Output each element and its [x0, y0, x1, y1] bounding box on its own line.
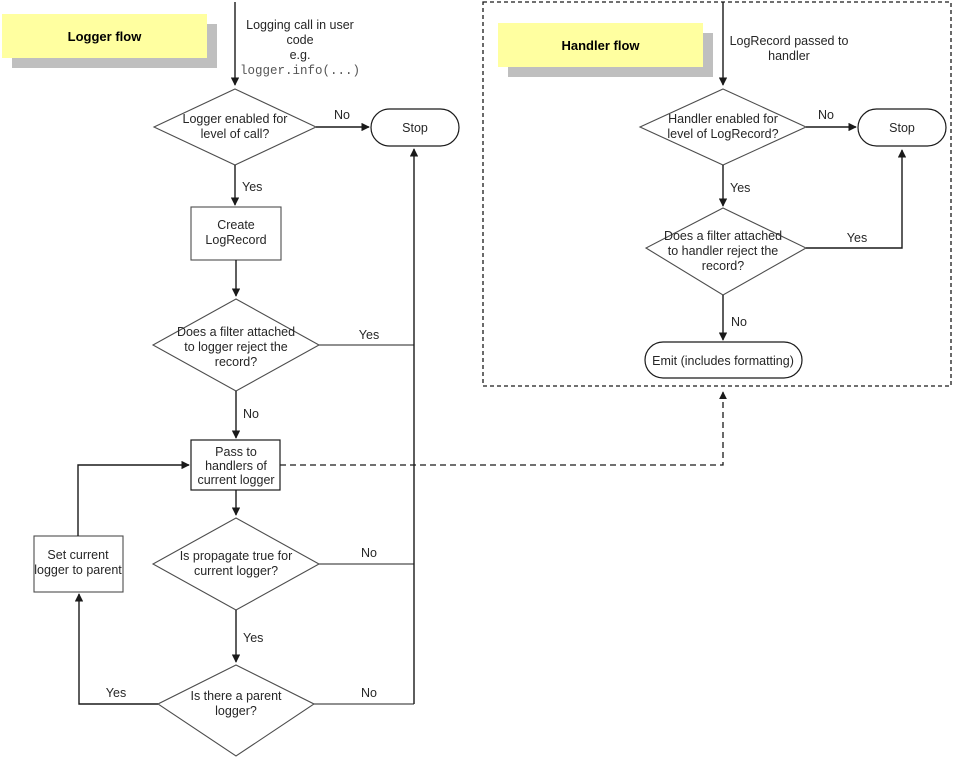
connector-parent-exists-yes — [74, 593, 158, 705]
node-propagate-line1: Is propagate true for — [180, 549, 293, 563]
edge-label-parent-exists-yes: Yes — [106, 686, 126, 700]
node-pass-to-handlers-line2: handlers of — [205, 459, 267, 473]
edge-label-parent-exists-no: No — [361, 686, 377, 700]
node-emit[interactable] — [644, 341, 803, 379]
connector-handler-filter-yes — [806, 149, 907, 249]
logger-entry-note-line2: code — [286, 33, 313, 47]
node-set-parent[interactable] — [33, 535, 124, 593]
node-parent-exists-line1: Is there a parent — [190, 689, 282, 703]
edge-label-logger-enabled-no: No — [334, 108, 350, 122]
node-stop-handler[interactable] — [857, 108, 947, 147]
node-set-parent-line2: logger to parent — [34, 563, 122, 577]
edge-label-logger-enabled-yes: Yes — [242, 180, 262, 194]
connector-pass-to-handler-flow — [280, 391, 727, 466]
logger-entry-note-code: logger.info(...) — [240, 64, 360, 78]
node-handler-filter-line3: record? — [702, 259, 744, 273]
node-emit-label: Emit (includes formatting) — [652, 354, 794, 368]
edge-label-handler-filter-yes: Yes — [847, 231, 867, 245]
node-logger-filter-line2: to logger reject the — [184, 340, 288, 354]
handler-flow-group-box — [482, 1, 952, 387]
handler-flow-legend: Handler flow — [498, 23, 703, 67]
edge-label-propagate-yes: Yes — [243, 631, 263, 645]
handler-entry-note-line2: handler — [768, 49, 810, 63]
node-handler-filter-line2: to handler reject the — [668, 244, 779, 258]
edge-label-handler-enabled-yes: Yes — [730, 181, 750, 195]
node-handler-enabled-line2: level of LogRecord? — [667, 127, 778, 141]
edge-label-handler-enabled-no: No — [818, 108, 834, 122]
node-create-logrecord-line2: LogRecord — [205, 233, 266, 247]
node-create-logrecord-line1: Create — [217, 218, 255, 232]
node-logger-enabled-line2: level of call? — [201, 127, 270, 141]
node-stop-handler-label: Stop — [889, 121, 915, 135]
node-propagate-line2: current logger? — [194, 564, 278, 578]
edge-label-propagate-no: No — [361, 546, 377, 560]
edge-label-logger-filter-yes: Yes — [359, 328, 379, 342]
node-stop-logger-label: Stop — [402, 121, 428, 135]
handler-entry-note-line1: LogRecord passed to — [730, 34, 849, 48]
node-pass-to-handlers[interactable] — [190, 439, 281, 491]
logger-flow-legend: Logger flow — [2, 14, 207, 58]
node-pass-to-handlers-line1: Pass to — [215, 445, 257, 459]
logger-entry-note-line1: Logging call in user — [246, 18, 354, 32]
node-logger-filter-line3: record? — [215, 355, 257, 369]
node-stop-logger[interactable] — [370, 108, 460, 147]
node-set-parent-line1: Set current — [47, 548, 109, 562]
node-handler-enabled-line1: Handler enabled for — [668, 112, 778, 126]
node-parent-exists-line2: logger? — [215, 704, 257, 718]
node-parent-exists[interactable] — [156, 664, 316, 757]
logger-flow-legend-label: Logger flow — [67, 28, 142, 44]
handler-flow-legend-label: Handler flow — [561, 37, 640, 53]
node-create-logrecord[interactable] — [190, 206, 282, 261]
node-logger-enabled-line1: Logger enabled for — [183, 112, 288, 126]
connector-set-parent-to-pass — [77, 460, 190, 536]
edge-label-handler-filter-no: No — [731, 315, 747, 329]
node-handler-filter-line1: Does a filter attached — [664, 229, 782, 243]
logger-entry-note-line3: e.g. — [290, 48, 311, 62]
node-logger-filter-line1: Does a filter attached — [177, 325, 295, 339]
node-pass-to-handlers-line3: current logger — [197, 473, 274, 487]
edge-label-logger-filter-no: No — [243, 407, 259, 421]
